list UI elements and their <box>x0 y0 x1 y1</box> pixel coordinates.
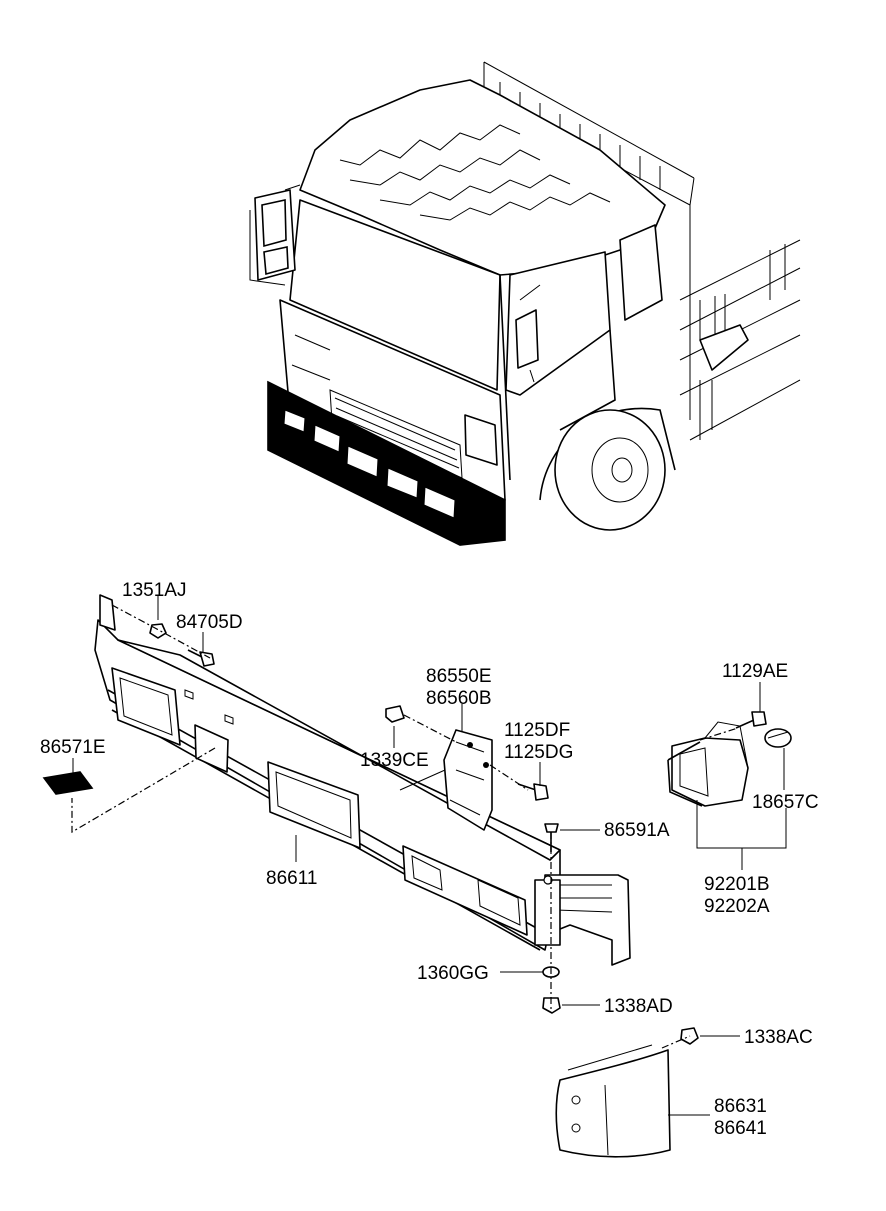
nut-1339ce <box>385 705 405 723</box>
leader-lines <box>71 596 787 1116</box>
label-1360gg: 1360GG <box>417 963 489 984</box>
label-86560b: 86560B <box>426 688 492 709</box>
end-cap-86631 <box>555 1044 671 1158</box>
label-1125dg: 1125DG <box>504 742 573 763</box>
label-86641: 86641 <box>714 1118 767 1139</box>
bolt-1125df <box>517 783 549 801</box>
bracket-86550e <box>443 729 493 831</box>
label-1125df: 1125DF <box>504 720 570 741</box>
nut-1338ad <box>542 997 561 1014</box>
label-84705d: 84705D <box>176 612 243 633</box>
screw-1129ae <box>735 711 767 729</box>
label-86611: 86611 <box>266 868 317 889</box>
label-1351aj: 1351AJ <box>122 580 186 601</box>
label-86631: 86631 <box>714 1096 767 1117</box>
label-86571e: 86571E <box>40 737 106 758</box>
screw-84705d <box>187 649 215 667</box>
label-92201b: 92201B <box>704 874 770 895</box>
label-1339ce: 1339CE <box>360 750 429 771</box>
label-92202a: 92202A <box>704 896 770 917</box>
label-86550e: 86550E <box>426 666 492 687</box>
pad-86571e <box>42 771 94 795</box>
bumper-beam-86611 <box>94 594 631 966</box>
label-1338ac: 1338AC <box>744 1027 813 1048</box>
part-labels: 1351AJ 84705D 86550E 86560B 1129AE 86571… <box>40 580 819 1139</box>
bulb-18657c <box>764 728 792 748</box>
label-1338ad: 1338AD <box>604 996 673 1017</box>
truck-illustration <box>249 61 801 546</box>
label-86591a: 86591A <box>604 820 670 841</box>
label-18657c: 18657C <box>752 792 819 813</box>
label-1129ae: 1129AE <box>722 661 788 682</box>
side-lamp-92201b <box>667 721 749 807</box>
